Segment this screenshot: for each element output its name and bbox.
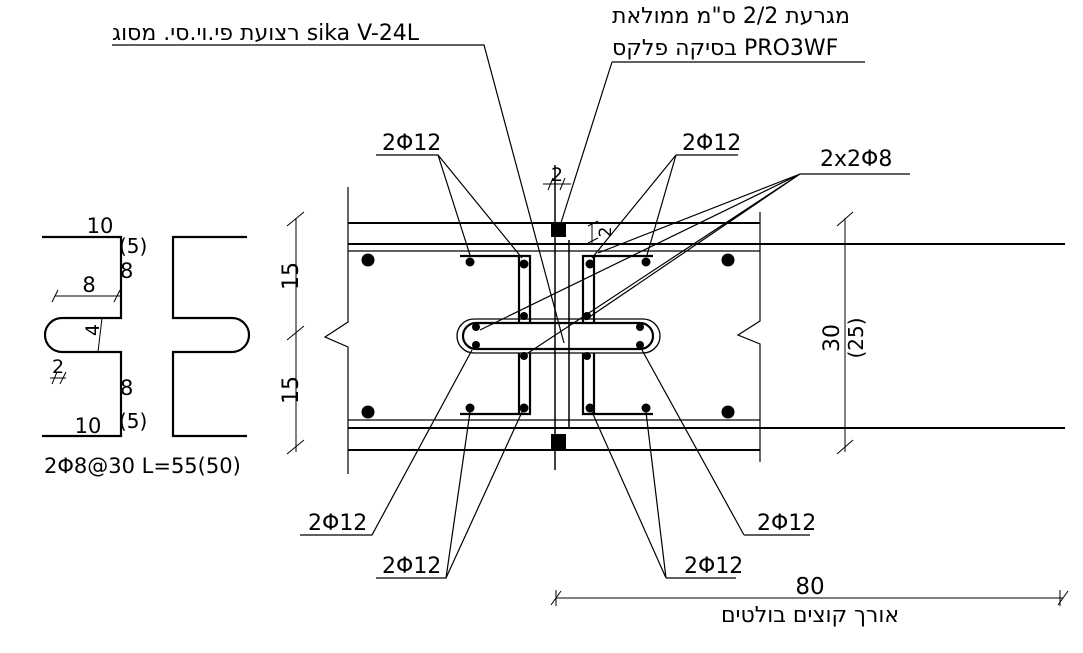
slab-total-alt-dim: (25) [844, 317, 868, 358]
dowel-length-caption: אורך קוצים בולטים [721, 603, 899, 628]
hook-lower-leg-dim: 8 [120, 376, 133, 400]
hook-upper-leg-dim: 8 [120, 259, 133, 283]
hook-inner-width-dim: 8 [82, 273, 95, 297]
waterstop-label-top: מגרעת 2/2 ס"מ ממולאת [612, 4, 850, 29]
rebar-bottom-right-outer-label: 2Φ12 [757, 511, 816, 536]
hairpin-bar-detail: 10 (5) 8 8 4 2 8 10 (5) 2Φ8@30 L=55(50) [42, 214, 251, 478]
hook-gap-dim: 4 [82, 324, 104, 336]
waterstop-label-bottom: בסיקה פלקס PRO3WF [612, 36, 838, 61]
notch-width-dim: 2 [551, 164, 563, 186]
rebar-bottom-left-outer-label: 2Φ12 [308, 511, 367, 536]
notch-depth-dim: 2 [596, 227, 616, 238]
rebar-top-right-label: 2Φ12 [682, 131, 741, 156]
hairpin-spec: 2Φ8@30 L=55(50) [44, 454, 241, 478]
rebar-bottom-left-inner-label: 2Φ12 [382, 554, 441, 579]
dowel-length-dim: 80 [795, 574, 824, 600]
hook-top-dim: 10 [87, 214, 114, 238]
pvc-tape-label: רצועת פי.וי.סי. מסוג sika V-24L [112, 21, 420, 46]
dimension-lines: 15 15 30 (25) 2 2 80 אורך קוצים בולטים [279, 164, 1069, 628]
rebar-bottom-right-inner-label: 2Φ12 [684, 554, 743, 579]
slab-upper-half-dim: 15 [279, 262, 304, 290]
hook-bend-dim: 2 [52, 356, 64, 378]
slab-section [323, 165, 1065, 474]
rebar-dots [361, 253, 735, 419]
hook-bottom-dim: 10 [75, 414, 102, 438]
slab-total-dim: 30 [820, 324, 845, 352]
sealant-notch-bottom [551, 434, 566, 449]
slab-lower-half-dim: 15 [279, 376, 304, 404]
rebar-top-left-label: 2Φ12 [382, 131, 441, 156]
hook-top-alt-dim: (5) [119, 234, 147, 258]
stirrups-label: 2x2Φ8 [820, 147, 892, 172]
sealant-notch-top [551, 223, 566, 237]
callouts: מגרעת 2/2 ס"מ ממולאת בסיקה פלקס PRO3WF ר… [112, 4, 910, 579]
hook-bottom-alt-dim: (5) [119, 409, 147, 433]
